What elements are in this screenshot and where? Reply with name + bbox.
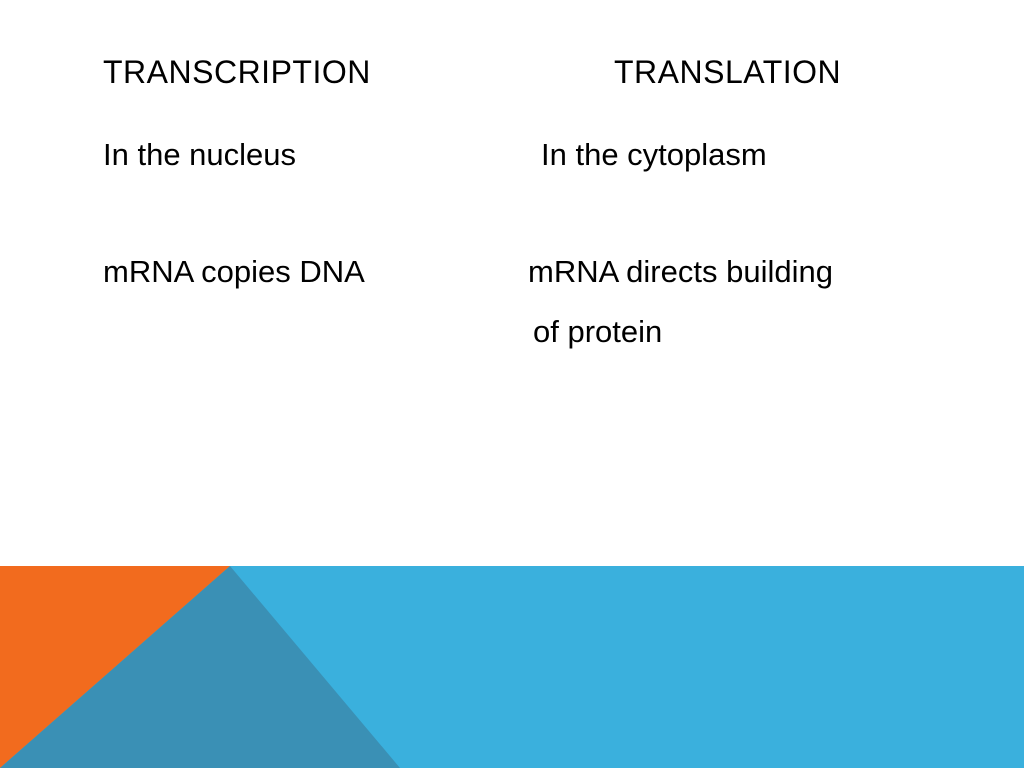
heading-translation: TRANSLATION	[614, 54, 842, 90]
overlap-triangle-shape	[0, 566, 400, 768]
transcription-description: mRNA copies DNA	[103, 254, 365, 289]
heading-transcription: TRANSCRIPTION	[103, 54, 371, 90]
translation-location: In the cytoplasm	[541, 137, 767, 172]
footer-shapes	[0, 566, 1024, 768]
translation-description-line-2: of protein	[533, 314, 663, 349]
translation-description-line-1: mRNA directs building	[528, 254, 833, 289]
decorative-footer-band	[0, 566, 1024, 768]
transcription-location: In the nucleus	[103, 137, 297, 172]
